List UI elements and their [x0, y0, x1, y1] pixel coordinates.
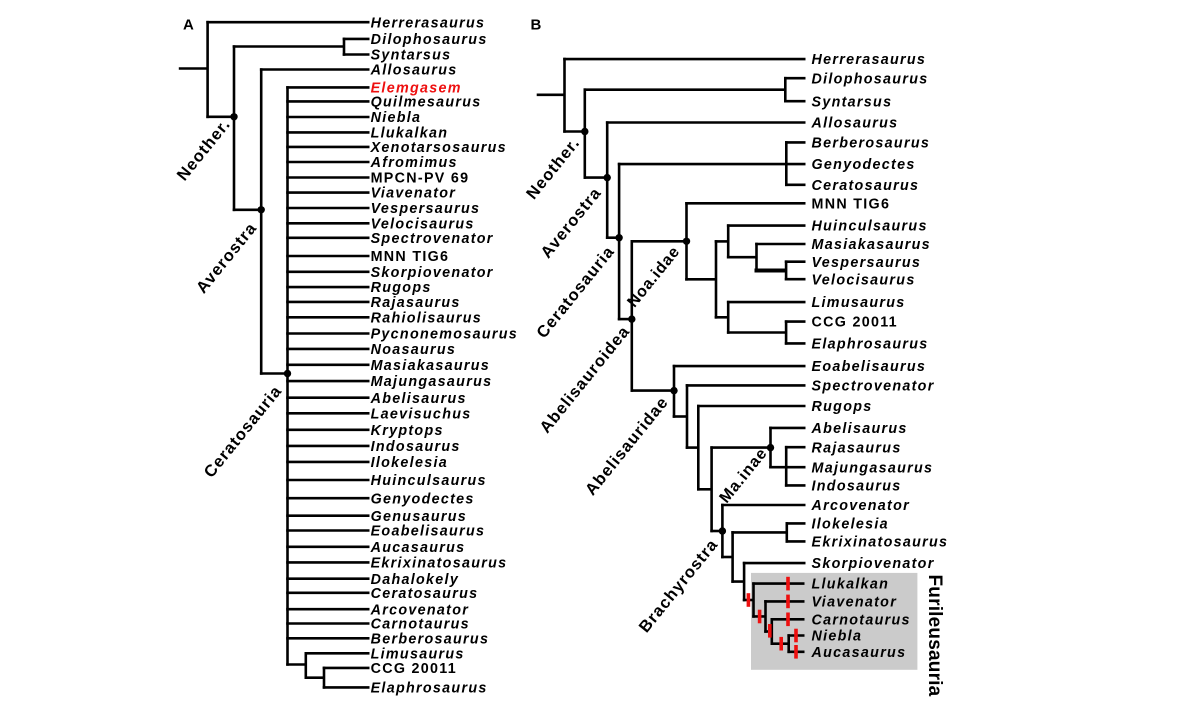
svg-text:Llukalkan: Llukalkan [371, 126, 449, 142]
svg-text:Ekrixinatosaurus: Ekrixinatosaurus [812, 535, 949, 551]
svg-text:Vespersaurus: Vespersaurus [812, 255, 922, 271]
svg-text:CCG 20011: CCG 20011 [371, 661, 457, 677]
svg-text:Elemgasem: Elemgasem [371, 81, 462, 97]
svg-text:Ilokelesia: Ilokelesia [371, 455, 448, 471]
svg-text:Noasaurus: Noasaurus [371, 342, 457, 358]
svg-text:Abelisaurus: Abelisaurus [370, 391, 467, 407]
svg-text:Allosaurus: Allosaurus [811, 116, 899, 132]
svg-text:Kryptops: Kryptops [371, 423, 444, 439]
svg-text:Rajasaurus: Rajasaurus [812, 440, 902, 456]
svg-text:Carnotaurus: Carnotaurus [371, 617, 470, 633]
svg-text:Elaphrosaurus: Elaphrosaurus [371, 681, 488, 697]
svg-text:Majungasaurus: Majungasaurus [812, 460, 934, 476]
svg-text:Skorpiovenator: Skorpiovenator [812, 556, 935, 572]
svg-text:MPCN-PV 69: MPCN-PV 69 [371, 171, 470, 187]
svg-text:Genyodectes: Genyodectes [371, 491, 475, 507]
svg-text:Arcovenator: Arcovenator [370, 602, 470, 618]
svg-text:Elaphrosaurus: Elaphrosaurus [812, 337, 929, 353]
svg-text:Niebla: Niebla [371, 110, 422, 126]
svg-text:Viavenator: Viavenator [812, 595, 898, 611]
svg-text:Niebla: Niebla [812, 629, 863, 645]
svg-text:Huinculsaurus: Huinculsaurus [812, 219, 928, 235]
svg-text:Rajasaurus: Rajasaurus [371, 295, 461, 311]
svg-text:Velocisaurus: Velocisaurus [371, 216, 475, 232]
svg-text:Rahiolisaurus: Rahiolisaurus [371, 310, 482, 326]
svg-text:Masiakasaurus: Masiakasaurus [371, 358, 490, 374]
svg-text:Eoabelisaurus: Eoabelisaurus [812, 359, 927, 375]
svg-text:Abelisaurus: Abelisaurus [811, 421, 908, 437]
svg-text:B: B [531, 16, 542, 33]
svg-text:MNN TIG6: MNN TIG6 [812, 196, 891, 212]
svg-text:Syntarsus: Syntarsus [371, 48, 452, 64]
svg-text:Spectrovenator: Spectrovenator [812, 379, 935, 395]
svg-text:Llukalkan: Llukalkan [812, 577, 890, 593]
svg-text:A: A [183, 16, 194, 33]
svg-text:Herrerasaurus: Herrerasaurus [371, 15, 486, 31]
svg-text:Limusaurus: Limusaurus [371, 646, 465, 662]
svg-text:Ilokelesia: Ilokelesia [812, 517, 889, 533]
svg-text:Pycnonemosaurus: Pycnonemosaurus [371, 327, 518, 343]
svg-text:Majungasaurus: Majungasaurus [371, 374, 493, 390]
svg-text:Indosaurus: Indosaurus [371, 439, 461, 455]
svg-text:Laevisuchus: Laevisuchus [371, 406, 472, 422]
svg-text:Rugops: Rugops [371, 280, 432, 296]
svg-text:Afromimus: Afromimus [370, 155, 458, 171]
svg-text:Genusaurus: Genusaurus [371, 509, 467, 525]
svg-text:Arcovenator: Arcovenator [811, 498, 911, 514]
svg-text:Allosaurus: Allosaurus [370, 63, 458, 79]
svg-text:Xenotarsosaurus: Xenotarsosaurus [370, 140, 507, 156]
svg-text:Indosaurus: Indosaurus [812, 479, 902, 495]
svg-text:Dilophosaurus: Dilophosaurus [812, 71, 929, 87]
svg-text:Aucasaurus: Aucasaurus [811, 645, 907, 661]
svg-text:Ceratosaurus: Ceratosaurus [371, 586, 479, 602]
svg-text:Ekrixinatosaurus: Ekrixinatosaurus [371, 556, 508, 572]
svg-text:Aucasaurus: Aucasaurus [370, 540, 466, 556]
svg-text:Eoabelisaurus: Eoabelisaurus [371, 524, 486, 540]
svg-text:Berberosaurus: Berberosaurus [812, 136, 931, 152]
svg-text:Carnotaurus: Carnotaurus [812, 612, 911, 628]
svg-text:Spectrovenator: Spectrovenator [371, 231, 494, 247]
svg-text:MNN TIG6: MNN TIG6 [371, 249, 450, 265]
svg-text:Huinculsaurus: Huinculsaurus [371, 473, 487, 489]
svg-text:Vespersaurus: Vespersaurus [371, 201, 481, 217]
svg-text:CCG 20011: CCG 20011 [812, 315, 898, 331]
svg-text:Velocisaurus: Velocisaurus [812, 272, 916, 288]
svg-text:Herrerasaurus: Herrerasaurus [812, 52, 927, 68]
svg-text:Genyodectes: Genyodectes [812, 157, 916, 173]
svg-text:Quilmesaurus: Quilmesaurus [371, 95, 482, 111]
svg-text:Berberosaurus: Berberosaurus [371, 631, 490, 647]
svg-text:Skorpiovenator: Skorpiovenator [371, 265, 494, 281]
svg-text:Viavenator: Viavenator [371, 186, 457, 202]
svg-text:Syntarsus: Syntarsus [812, 94, 893, 110]
svg-text:Rugops: Rugops [812, 399, 873, 415]
svg-text:Ceratosaurus: Ceratosaurus [812, 178, 920, 194]
svg-text:Limusaurus: Limusaurus [812, 295, 906, 311]
svg-text:Masiakasaurus: Masiakasaurus [812, 237, 931, 253]
svg-text:Dahalokely: Dahalokely [371, 572, 460, 588]
svg-text:Dilophosaurus: Dilophosaurus [371, 32, 488, 48]
svg-text:Furileusauria: Furileusauria [924, 575, 945, 697]
